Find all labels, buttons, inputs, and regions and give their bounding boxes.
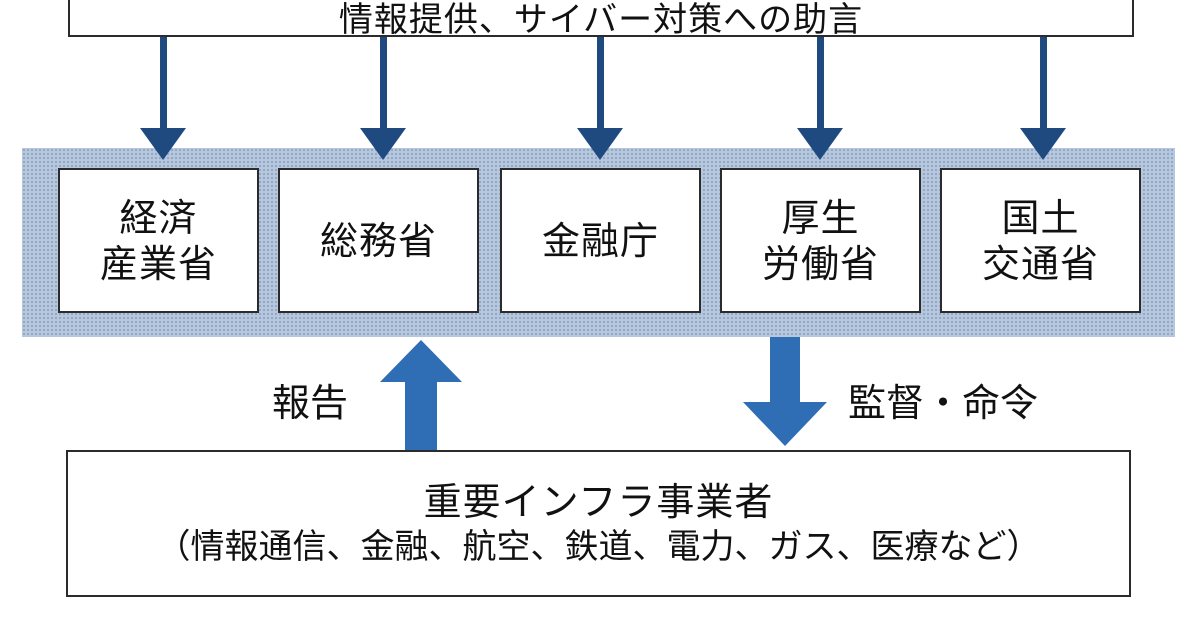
ministry-mlit-line2: 交通省 — [981, 241, 1099, 286]
ministry-mic: 総務省 — [278, 168, 479, 313]
down-arrow-icon — [360, 37, 406, 160]
ministry-meti-line2: 産業省 — [99, 241, 217, 286]
ministry-mhlw-line1: 厚生 — [781, 195, 860, 240]
down-arrow-icon — [1020, 37, 1066, 160]
advice-box: 情報提供、サイバー対策への助言 — [68, 0, 1134, 40]
critical-infrastructure-sectors: （情報通信、金融、航空、鉄道、電力、ガス、医療など） — [156, 526, 1041, 567]
report-label: 報告 — [272, 381, 349, 425]
ministry-meti-line1: 経済 — [119, 195, 198, 240]
ministry-mic-line1: 総務省 — [319, 218, 437, 263]
supervise-down-arrow-icon — [743, 337, 827, 446]
ministry-fsa: 金融庁 — [500, 168, 701, 313]
report-up-arrow-icon — [380, 340, 462, 450]
critical-infrastructure-title: 重要インフラ事業者 — [423, 479, 774, 524]
supervise-order-label: 監督・命令 — [848, 381, 1039, 425]
down-arrow-icon — [797, 37, 843, 160]
ministry-mlit-line1: 国土 — [1001, 195, 1080, 240]
critical-infrastructure-box: 重要インフラ事業者 （情報通信、金融、航空、鉄道、電力、ガス、医療など） — [66, 450, 1131, 597]
ministry-mlit: 国土 交通省 — [940, 168, 1141, 313]
ministry-mhlw: 厚生 労働省 — [720, 168, 921, 313]
advice-text: 情報提供、サイバー対策への助言 — [338, 0, 864, 40]
ministry-meti: 経済 産業省 — [58, 168, 259, 313]
down-arrow-icon — [140, 37, 186, 160]
down-arrow-icon — [577, 37, 623, 160]
ministry-mhlw-line2: 労働省 — [761, 241, 879, 286]
ministry-fsa-line1: 金融庁 — [541, 218, 659, 263]
